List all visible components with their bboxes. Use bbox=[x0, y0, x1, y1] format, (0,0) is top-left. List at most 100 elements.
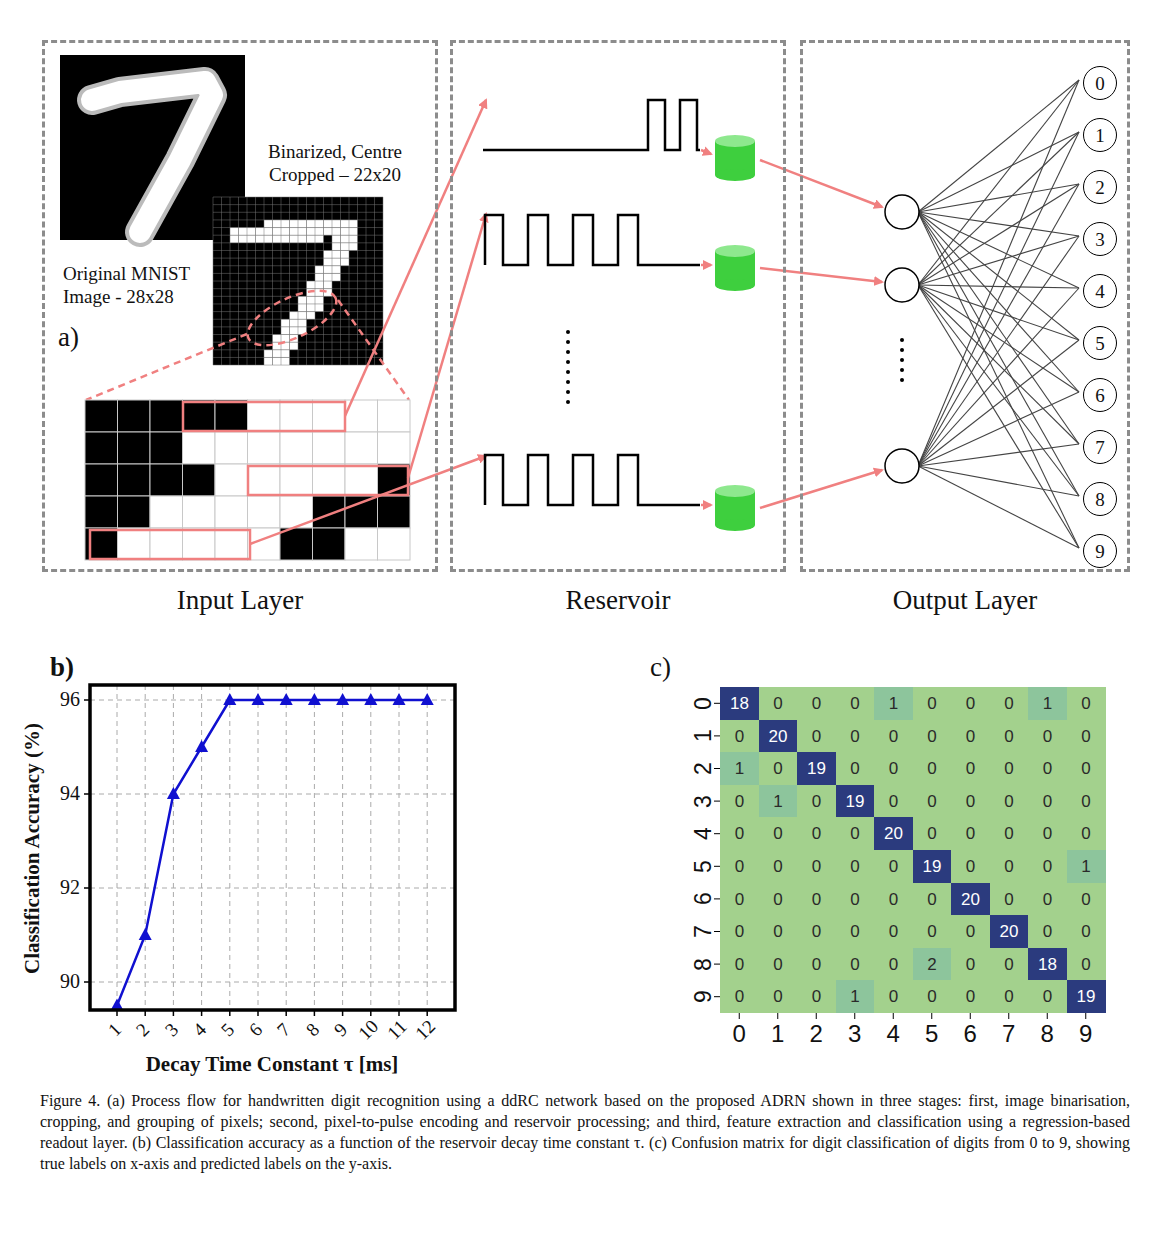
pixel bbox=[273, 335, 282, 343]
cell-value: 0 bbox=[1004, 728, 1013, 745]
row-label: 4 bbox=[689, 827, 716, 840]
cell-value: 0 bbox=[927, 891, 936, 908]
tick bbox=[970, 1013, 971, 1019]
pixel bbox=[345, 432, 378, 464]
output-neuron: 7 bbox=[1083, 430, 1117, 464]
cell-value: 0 bbox=[927, 728, 936, 745]
pixel bbox=[183, 432, 216, 464]
binarized-image bbox=[213, 197, 383, 365]
grid-line bbox=[427, 685, 428, 1010]
pixel bbox=[315, 304, 324, 312]
neuron-label: 3 bbox=[1095, 230, 1105, 249]
matrix-cell: 2 bbox=[913, 948, 952, 981]
pixel bbox=[298, 220, 307, 228]
grid-line bbox=[229, 685, 230, 1010]
data-marker bbox=[223, 693, 236, 705]
matrix-cell: 1 bbox=[1028, 687, 1067, 720]
cell-value: 0 bbox=[889, 956, 898, 973]
pixel-group bbox=[248, 466, 408, 495]
tick-label: 92 bbox=[30, 876, 80, 899]
pixel bbox=[332, 258, 341, 266]
cell-value: 0 bbox=[966, 695, 975, 712]
matrix-cell: 0 bbox=[797, 817, 836, 850]
pixel bbox=[307, 281, 316, 289]
row-label: 9 bbox=[689, 990, 716, 1003]
matrix-cell: 0 bbox=[874, 785, 913, 818]
pixel bbox=[341, 258, 350, 266]
pixel-group bbox=[183, 402, 345, 431]
row-label: 1 bbox=[689, 729, 716, 742]
cell-value: 0 bbox=[927, 988, 936, 1005]
matrix-cell: 0 bbox=[990, 785, 1029, 818]
cell-value: 0 bbox=[1043, 793, 1052, 810]
cell-value: 0 bbox=[773, 825, 782, 842]
dense-connections bbox=[918, 80, 1079, 548]
cell-value: 0 bbox=[927, 760, 936, 777]
cell-value: 0 bbox=[812, 858, 821, 875]
matrix-cell: 0 bbox=[913, 980, 952, 1013]
matrix-cell: 0 bbox=[990, 752, 1029, 785]
matrix-cell: 0 bbox=[913, 817, 952, 850]
pixel bbox=[307, 304, 316, 312]
cell-value: 0 bbox=[1081, 695, 1090, 712]
cell-value: 0 bbox=[850, 760, 859, 777]
ellipsis-dots bbox=[566, 330, 570, 404]
cell-value: 0 bbox=[735, 858, 744, 875]
column-label: 3 bbox=[848, 1020, 861, 1048]
tick-label: 3 bbox=[160, 1019, 182, 1041]
tick bbox=[1047, 1013, 1048, 1019]
pixel bbox=[345, 528, 378, 560]
pixel bbox=[298, 235, 307, 243]
cell-value: 0 bbox=[850, 858, 859, 875]
pixel bbox=[298, 296, 307, 304]
matrix-cell: 0 bbox=[990, 817, 1029, 850]
tick-label: 6 bbox=[245, 1019, 267, 1041]
matrix-cell: 0 bbox=[1067, 720, 1106, 753]
cell-value: 18 bbox=[1038, 956, 1057, 973]
pixel bbox=[281, 228, 290, 236]
pixel bbox=[332, 266, 341, 274]
pixel bbox=[280, 400, 313, 432]
cell-value: 0 bbox=[889, 891, 898, 908]
matrix-cell: 0 bbox=[1028, 915, 1067, 948]
cylinder-top bbox=[715, 135, 755, 147]
cell-value: 0 bbox=[1004, 793, 1013, 810]
cell-value: 2 bbox=[927, 956, 936, 973]
cell-value: 0 bbox=[812, 956, 821, 973]
matrix-cell: 0 bbox=[720, 817, 759, 850]
grid-line bbox=[213, 326, 383, 327]
column-label: 7 bbox=[1002, 1020, 1015, 1048]
pixel bbox=[341, 220, 350, 228]
pixel bbox=[215, 400, 248, 432]
tick-label: 1 bbox=[104, 1019, 126, 1041]
pixel bbox=[315, 220, 324, 228]
cell-value: 0 bbox=[1043, 988, 1052, 1005]
pixel bbox=[313, 464, 346, 496]
cylinder-top bbox=[715, 485, 755, 497]
matrix-cell: 0 bbox=[913, 720, 952, 753]
output-neuron: 0 bbox=[1083, 66, 1117, 100]
pixel bbox=[281, 327, 290, 335]
pixel bbox=[239, 228, 248, 236]
grid-line bbox=[213, 311, 383, 312]
matrix-cell: 0 bbox=[951, 720, 990, 753]
pixel bbox=[248, 432, 281, 464]
pixel bbox=[307, 296, 316, 304]
matrix-cell: 0 bbox=[797, 850, 836, 883]
data-marker bbox=[252, 693, 265, 705]
cell-value: 0 bbox=[889, 793, 898, 810]
pixel bbox=[315, 281, 324, 289]
row-label: 0 bbox=[689, 697, 716, 710]
grid-line bbox=[370, 685, 371, 1010]
matrix-cell: 1 bbox=[836, 980, 875, 1013]
matrix-cell: 1 bbox=[720, 752, 759, 785]
grid-line bbox=[213, 235, 383, 236]
grid-line bbox=[213, 342, 383, 343]
cell-value: 0 bbox=[1004, 956, 1013, 973]
pixel bbox=[264, 235, 273, 243]
pixel bbox=[281, 235, 290, 243]
grid-line bbox=[213, 265, 383, 266]
cell-value: 0 bbox=[773, 923, 782, 940]
pixel bbox=[313, 400, 346, 432]
weight-line bbox=[918, 236, 1079, 466]
